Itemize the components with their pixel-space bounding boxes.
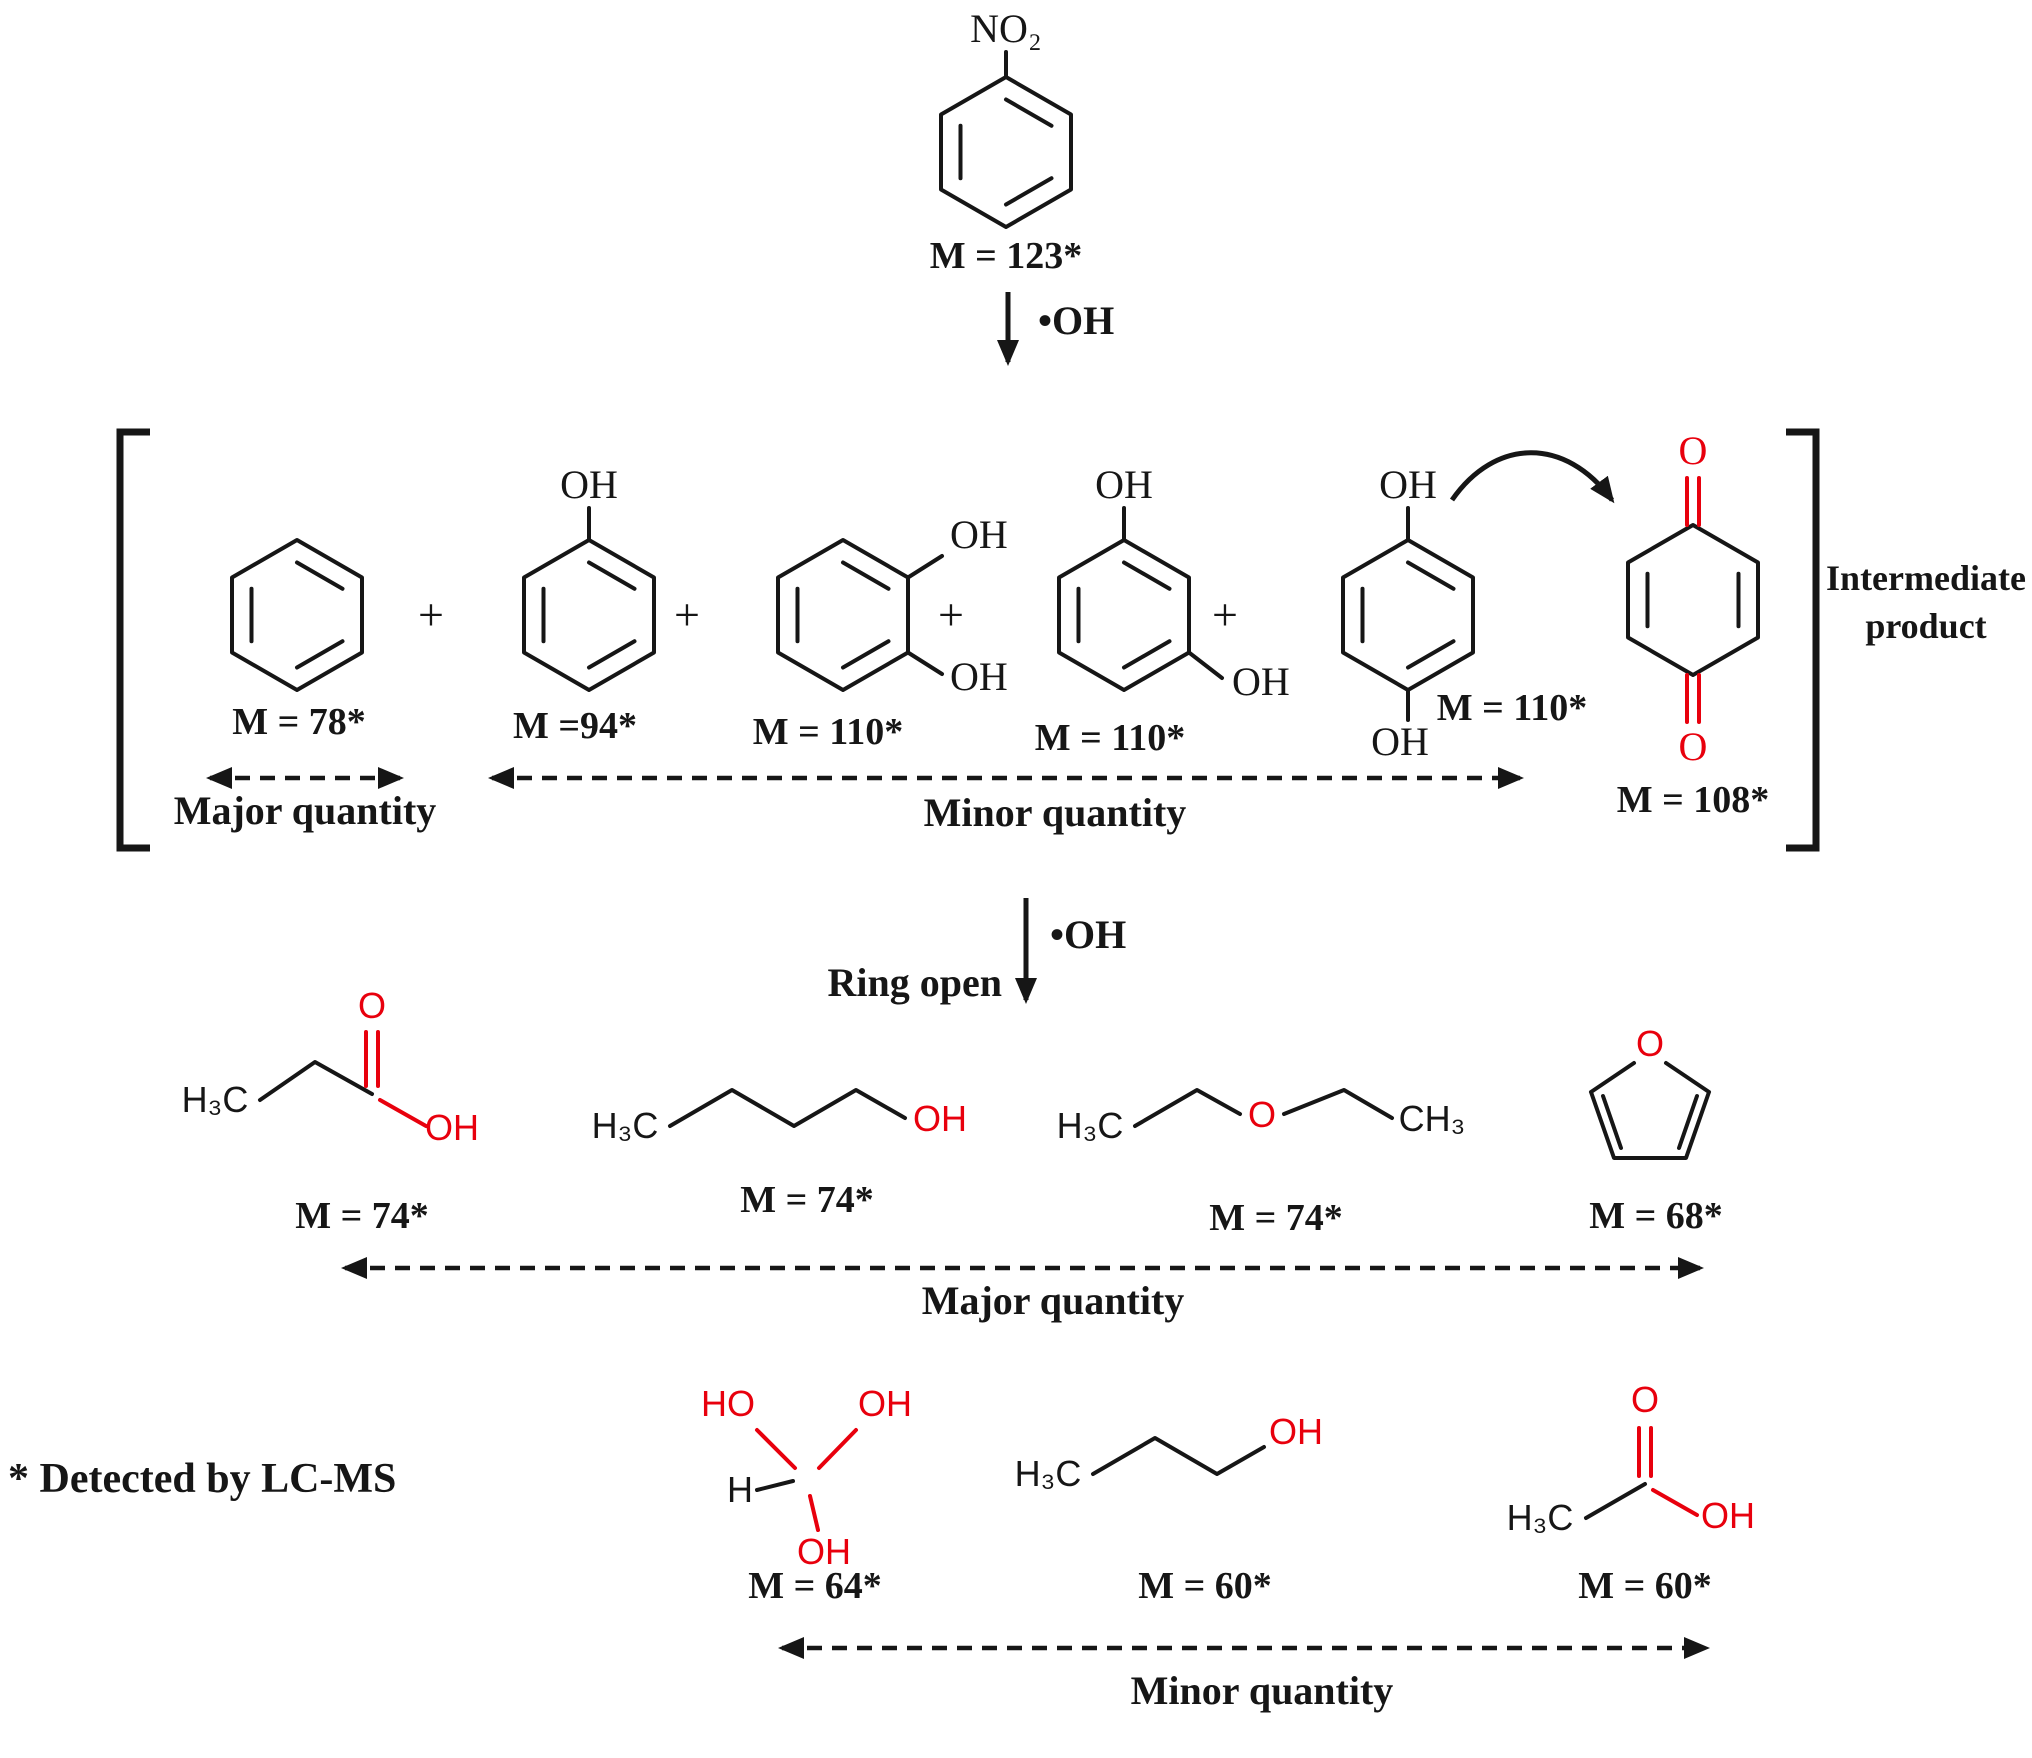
oh-label: OH (1269, 1411, 1323, 1452)
hydroquinone-oh-top-label: OH (1379, 462, 1437, 507)
hydroxyl-radical-label: •OH (1050, 912, 1126, 957)
diethyl-ether-structure: H₃C O CH₃ M = 74* (1057, 1088, 1466, 1239)
benzoquinone-o-bottom-label: O (1679, 724, 1708, 769)
ring-bonds (522, 506, 656, 692)
propionic-acid-structure: H₃C O OH M = 74* (182, 985, 479, 1237)
h3c-label: H₃C (592, 1105, 659, 1146)
benzene-structure: M = 78* (230, 538, 366, 743)
hydroquinone-oh-bottom-label: OH (1371, 719, 1429, 764)
step1-arrow: •OH (997, 292, 1114, 366)
oh-label: OH (1701, 1495, 1755, 1536)
plus-sign: + (1212, 589, 1238, 640)
methanetriol-mass: M = 64* (748, 1565, 882, 1607)
ring-bonds (1341, 506, 1475, 722)
lcms-footnote: * Detected by LC-MS (8, 1456, 396, 1502)
benzoquinone-o-top-label: O (1679, 428, 1708, 473)
ring-bonds (230, 538, 364, 692)
furan-structure: O M = 68* (1589, 1023, 1723, 1237)
catechol-oh-bottom-label: OH (950, 654, 1008, 699)
catechol-mass: M = 110* (753, 711, 903, 753)
ho-label: HO (701, 1383, 755, 1424)
chain-bonds (258, 1060, 374, 1102)
left-bracket (116, 428, 150, 852)
oh-label: OH (425, 1107, 479, 1148)
butanol-structure: H₃C OH M = 74* (592, 1088, 967, 1221)
ring-bonds (1589, 1061, 1711, 1160)
catechol-structure: OH OH M = 110* (753, 512, 1008, 753)
ring-open-label: Ring open (828, 960, 1003, 1005)
ring-bonds (776, 538, 944, 692)
ring-bonds (939, 50, 1073, 229)
catechol-oh-top-label: OH (950, 512, 1008, 557)
o-label: O (1248, 1094, 1276, 1135)
minor-quantity-label: Minor quantity (1131, 1668, 1394, 1713)
resorcinol-oh-bottom-label: OH (1232, 659, 1290, 704)
resorcinol-structure: OH OH M = 110* (1035, 462, 1290, 759)
o-label: O (1631, 1379, 1659, 1420)
h3c-label: H₃C (1057, 1105, 1124, 1146)
plus-sign: + (674, 589, 700, 640)
methanetriol-structure: HO OH H OH M = 64* (701, 1383, 912, 1607)
oh-bottom-label: OH (797, 1531, 851, 1572)
phenol-mass: M =94* (513, 705, 637, 747)
ch-bond (755, 1479, 795, 1492)
chain-bonds (1091, 1436, 1266, 1476)
h-label: H (727, 1469, 753, 1510)
intermediate-product-label-line1: Intermediate (1826, 558, 2026, 598)
ring-bonds (1057, 506, 1224, 692)
diethyl-ether-mass: M = 74* (1209, 1197, 1343, 1239)
plus-sign: + (938, 589, 964, 640)
propionic-acid-mass: M = 74* (295, 1195, 429, 1237)
hydroxyl-radical-label: •OH (1038, 298, 1114, 343)
no2-label: NO₂ (970, 6, 1042, 51)
curved-arrow-icon (1449, 450, 1615, 504)
co-bonds (755, 1428, 858, 1532)
resorcinol-mass: M = 110* (1035, 717, 1185, 759)
acetic-acid-mass: M = 60* (1578, 1565, 1712, 1607)
benzoquinone-mass: M = 108* (1617, 779, 1770, 821)
chain-bonds (1133, 1088, 1394, 1128)
nitrobenzene-mass: M = 123* (930, 235, 1083, 277)
resorcinol-oh-top-label: OH (1095, 462, 1153, 507)
minor-quantity-label: Minor quantity (924, 790, 1187, 835)
intermediate-product-label-line2: product (1865, 606, 1986, 646)
ch3-label: CH₃ (1399, 1098, 1466, 1139)
benzene-mass: M = 78* (232, 701, 366, 743)
step2-arrow: •OH Ring open (828, 898, 1126, 1005)
benzoquinone-structure: O O M = 108* (1617, 428, 1770, 821)
hydroquinone-mass: M = 110* (1437, 687, 1587, 729)
h3c-label: H₃C (1507, 1497, 1574, 1538)
nitrobenzene-structure: NO₂ M = 123* (930, 6, 1083, 277)
hydroquinone-structure: OH OH M = 110* (1341, 462, 1587, 764)
plus-sign: + (418, 589, 444, 640)
acetic-acid-structure: H₃C O OH M = 60* (1507, 1379, 1755, 1607)
propanol-structure: H₃C OH M = 60* (1015, 1411, 1323, 1607)
propanol-mass: M = 60* (1138, 1565, 1272, 1607)
phenol-structure: OH M =94* (513, 462, 656, 747)
h3c-label: H₃C (1015, 1453, 1082, 1494)
chain-bonds (668, 1088, 907, 1128)
carbonyl-bonds (1685, 476, 1701, 724)
furan-mass: M = 68* (1589, 1195, 1723, 1237)
o-label: O (1636, 1023, 1664, 1064)
chain-bonds (1584, 1482, 1647, 1520)
major-quantity-label: Major quantity (174, 788, 437, 833)
h3c-label: H₃C (182, 1079, 249, 1120)
right-bracket (1786, 428, 1820, 852)
o-label: O (358, 985, 386, 1026)
ring-bonds (1626, 523, 1760, 677)
phenol-oh-label: OH (560, 462, 618, 507)
oh-right-label: OH (858, 1383, 912, 1424)
carboxyl-bonds (364, 1030, 428, 1128)
major-quantity-label: Major quantity (922, 1278, 1185, 1323)
carboxyl-bonds (1637, 1426, 1699, 1517)
oh-label: OH (913, 1098, 967, 1139)
butanol-mass: M = 74* (740, 1179, 874, 1221)
